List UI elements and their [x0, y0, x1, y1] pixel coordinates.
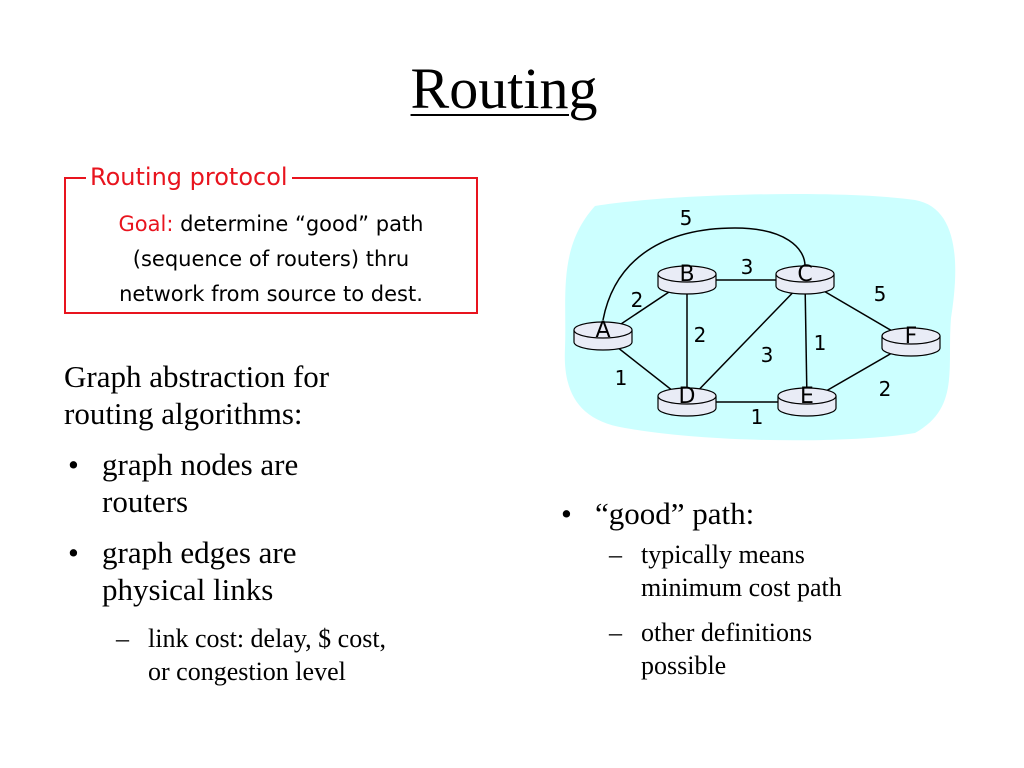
network-cloud — [564, 194, 956, 441]
edge-cost-a-d: 1 — [615, 366, 628, 390]
intro-line-1: Graph abstraction for — [64, 359, 330, 394]
sub-bullet-line: typically means — [641, 540, 805, 569]
bullet-graph-edges: • graph edges are physical links — [64, 534, 484, 608]
edge-cost-a-c: 5 — [680, 206, 693, 230]
bullet-good-path: • “good” path: — [557, 495, 977, 532]
router-label-b: B — [679, 262, 694, 287]
bullet-mark: • — [68, 447, 79, 482]
router-label-a: A — [595, 318, 610, 343]
routing-goal-text: Goal: determine “good” path (sequence of… — [66, 207, 476, 312]
router-label-d: D — [679, 384, 696, 409]
edge-cost-c-e: 1 — [814, 331, 827, 355]
edge-cost-a-b: 2 — [631, 288, 644, 312]
network-edge-labels: 5 3 2 5 2 1 3 1 2 1 — [615, 206, 892, 429]
goal-label: Goal: — [118, 212, 174, 236]
sub-bullet-other-definitions: – other definitions possible — [557, 616, 977, 682]
router-node-e: E — [777, 384, 837, 417]
router-node-d: D — [657, 384, 717, 417]
edge-c-e — [804, 279, 808, 403]
dash-mark: – — [609, 540, 622, 569]
bullet-graph-nodes: • graph nodes are routers — [64, 446, 484, 520]
slide-title: Routing — [410, 56, 598, 121]
router-node-c: C — [775, 262, 835, 295]
sub-bullet-line: minimum cost path — [641, 573, 842, 602]
sub-bullet-line: or congestion level — [148, 657, 346, 686]
sub-bullet-link-cost: – link cost: delay, $ cost, or congestio… — [64, 622, 484, 688]
edge-cost-e-f: 2 — [879, 377, 892, 401]
bullet-line: graph nodes are — [102, 447, 299, 482]
dash-mark: – — [116, 624, 129, 653]
edge-cost-d-e: 1 — [751, 405, 764, 429]
bullet-line: routers — [102, 484, 189, 519]
router-label-e: E — [800, 384, 814, 409]
edge-cost-b-c: 3 — [741, 255, 754, 279]
router-label-f: F — [905, 324, 918, 349]
dash-mark: – — [609, 618, 622, 647]
router-node-a: A — [573, 318, 633, 351]
bullet-line: “good” path: — [595, 496, 755, 531]
edge-a-c — [602, 227, 806, 321]
graph-abstraction-list: Graph abstraction for routing algorithms… — [64, 358, 484, 688]
goal-line-1: determine “good” path — [173, 212, 424, 236]
goal-line-2: (sequence of routers) thru — [132, 247, 410, 271]
bullet-mark: • — [561, 496, 572, 531]
sub-bullet-minimum-cost: – typically means minimum cost path — [557, 538, 977, 604]
bullet-line: physical links — [102, 572, 274, 607]
sub-bullet-line: possible — [641, 651, 727, 680]
router-label-c: C — [797, 262, 812, 287]
routing-protocol-title: Routing protocol — [86, 161, 292, 193]
edge-d-c — [686, 279, 806, 403]
sub-bullet-line: link cost: delay, $ cost, — [148, 624, 387, 653]
edge-cost-d-c: 3 — [761, 343, 774, 367]
bullet-line: graph edges are — [102, 535, 297, 570]
good-path-list: • “good” path: – typically means minimum… — [557, 495, 977, 694]
edge-cost-c-f: 5 — [874, 282, 887, 306]
edge-cost-b-d: 2 — [694, 323, 707, 347]
network-graph: 5 3 2 5 2 1 3 1 2 1 A B C D E F — [564, 194, 956, 441]
sub-bullet-line: other definitions — [641, 618, 813, 647]
goal-line-3: network from source to dest. — [119, 282, 423, 306]
graph-abstraction-intro: Graph abstraction for routing algorithms… — [64, 358, 484, 432]
network-nodes: A B C D E F — [573, 262, 941, 417]
bullet-mark: • — [68, 535, 79, 570]
router-node-b: B — [657, 262, 717, 295]
intro-line-2: routing algorithms: — [64, 396, 303, 431]
router-node-f: F — [881, 324, 941, 357]
